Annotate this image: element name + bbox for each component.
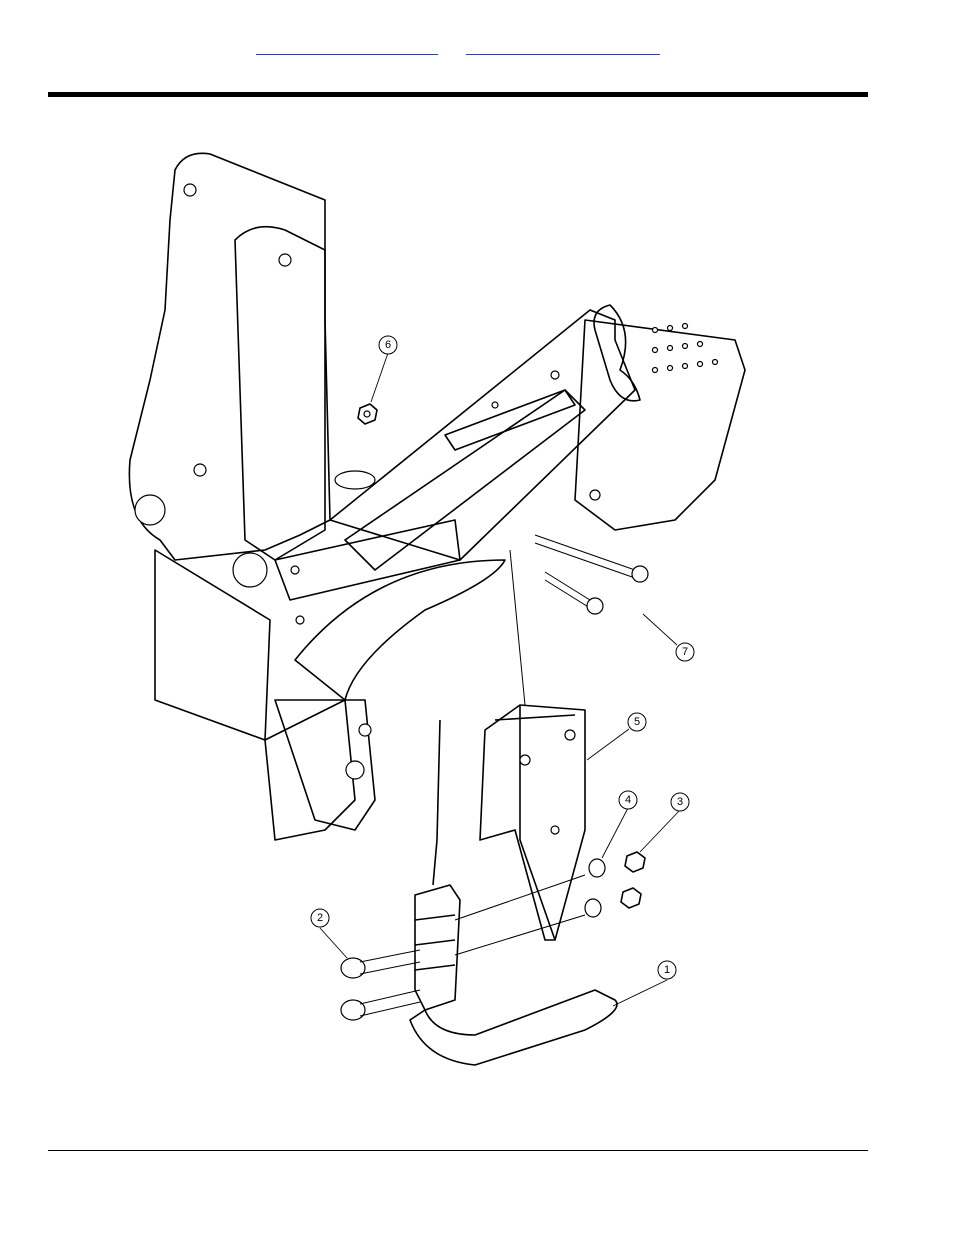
bracket-hole xyxy=(296,616,304,624)
arm-hole xyxy=(590,490,600,500)
callout-number: 3 xyxy=(677,796,683,808)
callout-number: 7 xyxy=(682,646,688,658)
header-link-1[interactable] xyxy=(256,40,438,55)
alignment-line xyxy=(455,875,585,920)
bracket-hole xyxy=(279,254,291,266)
callout-number: 2 xyxy=(317,912,323,924)
bracket-hole xyxy=(194,464,206,476)
callout-7: 7 xyxy=(643,614,694,661)
top-rule xyxy=(48,92,868,97)
header-link-2[interactable] xyxy=(466,40,660,55)
bracket-hole xyxy=(291,566,299,574)
lower-plate-hole xyxy=(346,761,364,779)
callout-number: 1 xyxy=(664,964,670,976)
callout-number: 6 xyxy=(385,339,391,351)
callout-4: 4 xyxy=(602,791,637,858)
bracket-hole xyxy=(135,495,165,525)
bracket-5-hole xyxy=(520,755,530,765)
nuts-item-3 xyxy=(621,852,645,908)
parts-diagram-svg: 1 2 3 4 5 6 7 xyxy=(115,140,760,1080)
bracket-5-hole xyxy=(551,826,559,834)
arm-hole xyxy=(492,402,498,408)
callout-3: 3 xyxy=(640,793,689,852)
alignment-line xyxy=(510,550,525,705)
bottom-rule xyxy=(48,1150,868,1151)
washers-item-4 xyxy=(585,859,605,917)
cable xyxy=(433,720,440,885)
bolts-item-7 xyxy=(535,535,648,614)
carriage-bolts-item-2 xyxy=(341,950,420,1020)
bracket-hole xyxy=(233,553,267,587)
callout-5: 5 xyxy=(587,713,646,760)
callout-6: 6 xyxy=(371,336,397,402)
bracket-hole xyxy=(184,184,196,196)
arm-hole xyxy=(551,371,559,379)
parts-diagram: 1 2 3 4 5 6 7 xyxy=(115,140,760,1080)
callout-1: 1 xyxy=(613,961,676,1006)
callout-2: 2 xyxy=(311,909,347,958)
lower-plate-hole xyxy=(359,724,371,736)
bracket-5-hole xyxy=(565,730,575,740)
main-arm xyxy=(295,310,745,700)
alignment-line xyxy=(455,915,585,955)
callout-number: 5 xyxy=(634,716,640,728)
header-links xyxy=(0,40,954,60)
upright-bracket xyxy=(129,153,460,840)
nut-item-6 xyxy=(358,404,377,424)
callout-number: 4 xyxy=(625,794,631,806)
arm-hole xyxy=(335,471,375,489)
